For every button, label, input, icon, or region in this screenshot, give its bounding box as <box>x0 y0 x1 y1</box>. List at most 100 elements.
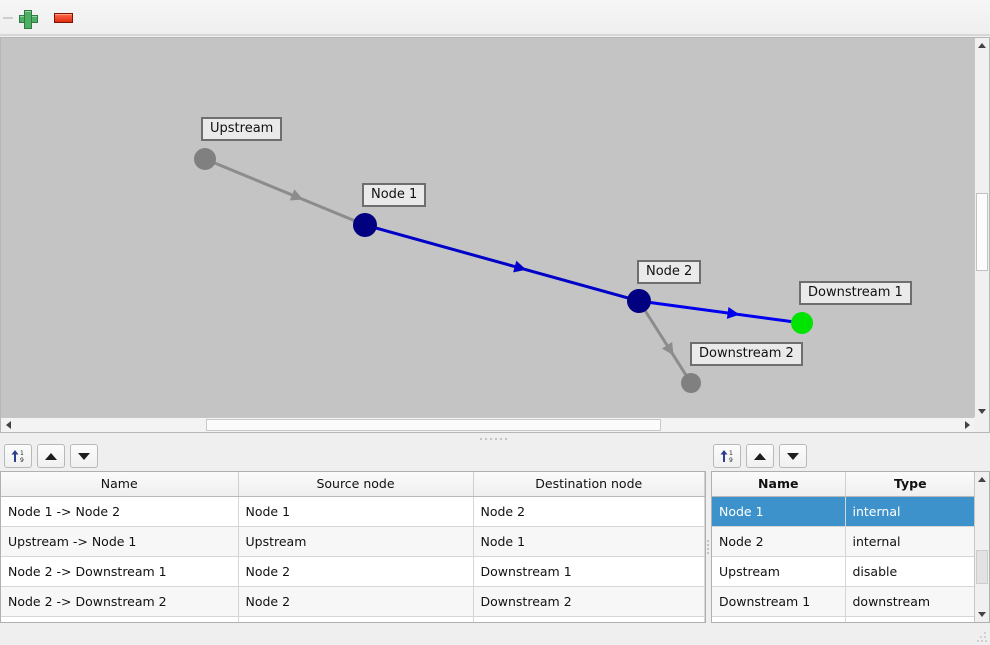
graph-node[interactable] <box>194 148 216 170</box>
edges-sort-button[interactable]: 1 9 <box>4 444 32 468</box>
triangle-right-icon <box>965 421 970 429</box>
graph-node[interactable] <box>353 213 377 237</box>
table-cell[interactable]: Upstream <box>712 556 846 587</box>
graph-node-label[interactable]: Node 2 <box>637 260 702 284</box>
table-cell[interactable]: Node 1 <box>238 496 474 527</box>
edge-arrowhead <box>513 260 527 273</box>
graph-edge[interactable] <box>638 299 803 325</box>
graph-vertical-scrollbar[interactable] <box>974 38 989 419</box>
arrow-up-icon <box>45 452 57 460</box>
nodes-sort-button[interactable]: 1 9 <box>713 444 741 468</box>
table-cell[interactable]: Upstream -> Node 1 <box>1 526 239 557</box>
svg-text:1: 1 <box>20 450 24 457</box>
edges-toolbar: 1 9 <box>4 443 103 469</box>
svg-text:9: 9 <box>729 457 733 464</box>
table-cell[interactable]: internal <box>845 496 976 527</box>
graph-edge[interactable] <box>637 300 693 384</box>
column-header[interactable]: Name <box>712 472 846 497</box>
edges-move-down-button[interactable] <box>70 444 98 468</box>
column-header[interactable]: Name <box>1 472 239 497</box>
triangle-up-icon <box>978 43 986 48</box>
table-row-empty <box>1 616 705 622</box>
resize-grip[interactable] <box>977 632 987 642</box>
table-cell[interactable]: Node 1 -> Node 2 <box>1 496 239 527</box>
table-cell[interactable]: Node 2 -> Downstream 1 <box>1 556 239 587</box>
graph-node-label[interactable]: Node 1 <box>362 183 427 207</box>
plus-icon <box>18 9 38 29</box>
toolbar-drag-handle[interactable] <box>3 6 13 30</box>
vertical-scroll-thumb[interactable] <box>976 193 988 271</box>
nodes-scroll-up-button[interactable] <box>975 472 989 487</box>
table-cell[interactable]: Node 1 <box>712 496 846 527</box>
table-cell[interactable]: disable <box>845 556 976 587</box>
table-cell[interactable]: Downstream 2 <box>473 586 705 617</box>
table-cell[interactable]: internal <box>845 526 976 557</box>
table-cell[interactable]: Node 1 <box>473 526 705 557</box>
horizontal-scroll-thumb[interactable] <box>206 419 661 431</box>
splitter-grip <box>480 438 510 440</box>
table-cell[interactable]: Downstream 1 <box>712 586 846 617</box>
table-cell[interactable]: Downstream 1 <box>473 556 705 587</box>
edges-move-up-button[interactable] <box>37 444 65 468</box>
table-cell[interactable]: Node 2 -> Downstream 2 <box>1 586 239 617</box>
table-cell[interactable]: Node 2 <box>473 496 705 527</box>
nodes-table-scrollbar[interactable] <box>974 472 989 622</box>
sort-icon: 1 9 <box>720 450 733 464</box>
table-cell[interactable]: Node 2 <box>238 556 474 587</box>
minus-icon <box>53 13 73 23</box>
graph-node[interactable] <box>627 289 651 313</box>
nodes-move-down-button[interactable] <box>779 444 807 468</box>
graph-horizontal-scrollbar[interactable] <box>1 417 975 432</box>
table-cell[interactable]: Node 2 <box>238 586 474 617</box>
triangle-down-icon <box>978 409 986 414</box>
scroll-right-button[interactable] <box>960 418 975 432</box>
nodes-move-up-button[interactable] <box>746 444 774 468</box>
horizontal-splitter[interactable] <box>0 434 990 444</box>
triangle-down-icon <box>978 612 986 617</box>
graph-node-label[interactable]: Downstream 1 <box>799 281 912 305</box>
column-header[interactable]: Type <box>845 472 976 497</box>
scroll-down-button[interactable] <box>975 404 989 419</box>
main-toolbar <box>0 0 990 36</box>
table-cell[interactable]: Upstream <box>238 526 474 557</box>
graph-node-label[interactable]: Downstream 2 <box>690 342 803 366</box>
graph-node[interactable] <box>791 312 813 334</box>
table-cell-empty <box>238 616 474 622</box>
column-header[interactable]: Source node <box>238 472 474 497</box>
remove-node-button[interactable] <box>50 5 76 31</box>
scroll-left-button[interactable] <box>1 418 16 432</box>
graph-edge[interactable] <box>204 157 366 227</box>
add-node-button[interactable] <box>14 5 40 31</box>
scroll-up-button[interactable] <box>975 38 989 53</box>
column-header[interactable]: Destination node <box>473 472 705 497</box>
table-cell-empty <box>1 616 239 622</box>
nodes-scroll-thumb[interactable] <box>976 550 988 584</box>
edge-arrowhead <box>661 342 674 356</box>
table-row-empty <box>712 616 976 622</box>
graph-edge[interactable] <box>364 223 640 303</box>
graph-node[interactable] <box>681 373 701 393</box>
table-cell[interactable]: Node 2 <box>712 526 846 557</box>
tables-vertical-splitter[interactable] <box>703 471 712 623</box>
arrow-down-icon <box>78 452 90 460</box>
table-cell[interactable]: downstream <box>845 586 976 617</box>
edge-arrowhead <box>289 189 304 201</box>
table-cell-empty <box>473 616 705 622</box>
triangle-up-icon <box>978 477 986 482</box>
nodes-scroll-down-button[interactable] <box>975 607 989 622</box>
graph-node-label[interactable]: Upstream <box>201 117 283 141</box>
